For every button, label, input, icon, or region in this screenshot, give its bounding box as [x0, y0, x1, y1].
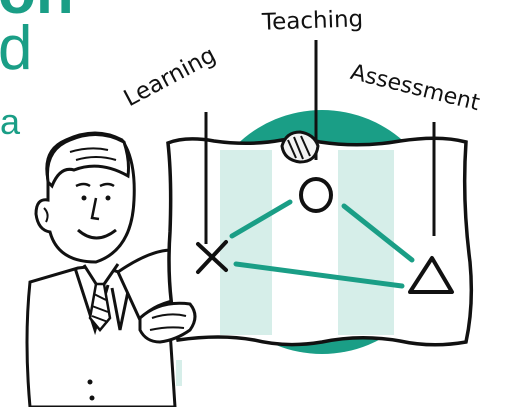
- pin-icon: [280, 130, 320, 164]
- smile: [77, 228, 117, 240]
- circle-icon: [299, 177, 333, 213]
- label-teaching: Teaching: [261, 6, 364, 36]
- jacket-button: [89, 395, 95, 401]
- jacket-button: [87, 379, 93, 385]
- teacher-hand: [138, 301, 197, 344]
- connector-learning-teaching: [229, 199, 293, 239]
- eye-left: [81, 195, 87, 201]
- cross-icon: [196, 240, 228, 274]
- title-fragment-1: on: [0, 0, 74, 24]
- sheet-band-right: [338, 150, 394, 335]
- teacher-ear: [43, 207, 49, 223]
- title-fragment-2: d: [0, 14, 33, 83]
- sheet-band-left: [220, 150, 272, 335]
- teacher-hair: [45, 133, 130, 189]
- hair-strands: [69, 147, 117, 161]
- nose: [90, 197, 100, 221]
- triangle-icon: [408, 256, 454, 294]
- connector-learning-assessment: [233, 261, 405, 289]
- eye-right: [105, 195, 111, 201]
- finger-lines: [149, 313, 187, 331]
- connector-teaching-assessment: [341, 203, 415, 263]
- tie-stripes: [91, 293, 109, 323]
- sheet-pole: [176, 360, 182, 386]
- title-fragment-3: a: [0, 101, 21, 142]
- eyebrows: [75, 182, 115, 188]
- pin-hatching: [287, 135, 311, 160]
- board-sheet: [166, 136, 474, 347]
